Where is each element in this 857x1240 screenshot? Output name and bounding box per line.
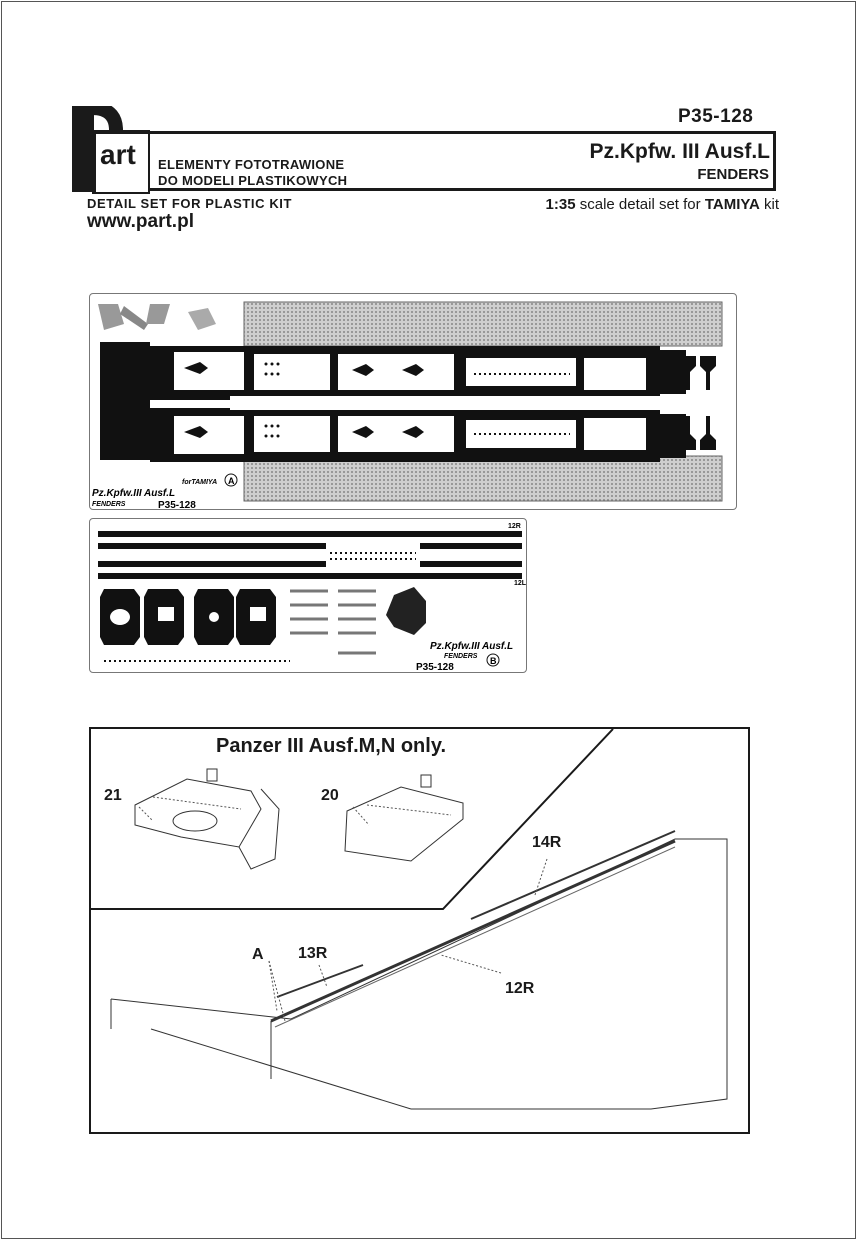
svg-text:P35-128: P35-128 [416, 662, 454, 672]
set-subtitle: FENDERS [697, 166, 769, 183]
label-13r: 13R [298, 945, 328, 962]
svg-text:FENDERS: FENDERS [444, 653, 478, 660]
polish-line-1: ELEMENTY FOTOTRAWIONE [158, 157, 345, 172]
svg-text:A: A [228, 476, 235, 486]
svg-text:FENDERS: FENDERS [92, 501, 126, 508]
fret-b-drawing: 12R 12L Pz.Kpfw.III Ausf.L FENDERS B P35… [98, 523, 527, 673]
diagram-title: Panzer III Ausf.M,N only. [216, 735, 447, 757]
label-20: 20 [321, 787, 339, 804]
fret-b: 12R 12L Pz.Kpfw.III Ausf.L FENDERS B P35… [89, 518, 527, 673]
label-21: 21 [104, 787, 122, 804]
fret-a-drawing: forTAMIYA A Pz.Kpfw.III Ausf.L FENDERS P… [92, 301, 723, 511]
diagram-drawing [91, 728, 728, 1110]
svg-text:forTAMIYA: forTAMIYA [182, 479, 217, 486]
product-code: P35-128 [678, 106, 754, 127]
polish-line-2: DO MODELI PLASTIKOWYCH [158, 173, 348, 188]
kit-brand: TAMIYA [704, 196, 760, 213]
website: www.part.pl [87, 211, 194, 232]
svg-text:B: B [490, 656, 497, 666]
label-14r: 14R [532, 834, 562, 851]
svg-text:12L: 12L [514, 580, 526, 587]
svg-text:P35-128: P35-128 [158, 500, 196, 509]
scale-text: scale detail set for [575, 196, 705, 213]
model-name: Pz.Kpfw. III Ausf.L [589, 140, 770, 163]
fret-a: forTAMIYA A Pz.Kpfw.III Ausf.L FENDERS P… [89, 293, 737, 511]
scale-line: 1:35 scale detail set for TAMIYA kit [546, 196, 779, 213]
detail-set-label: DETAIL SET FOR PLASTIC KIT [87, 196, 293, 211]
assembly-diagram [89, 727, 750, 1134]
header-rule-bottom [150, 188, 776, 191]
label-a: A [252, 946, 264, 963]
svg-text:Pz.Kpfw.III Ausf.L: Pz.Kpfw.III Ausf.L [430, 641, 513, 652]
svg-text:Pz.Kpfw.III Ausf.L: Pz.Kpfw.III Ausf.L [92, 488, 175, 499]
label-12r: 12R [505, 980, 535, 997]
header-rule-top [150, 131, 776, 134]
svg-text:art: art [100, 139, 136, 170]
header-rule-right [773, 131, 776, 191]
part-logo: art [72, 106, 150, 194]
scale-suffix: kit [759, 196, 779, 213]
scale-ratio: 1:35 [545, 196, 576, 213]
svg-text:12R: 12R [508, 523, 521, 530]
